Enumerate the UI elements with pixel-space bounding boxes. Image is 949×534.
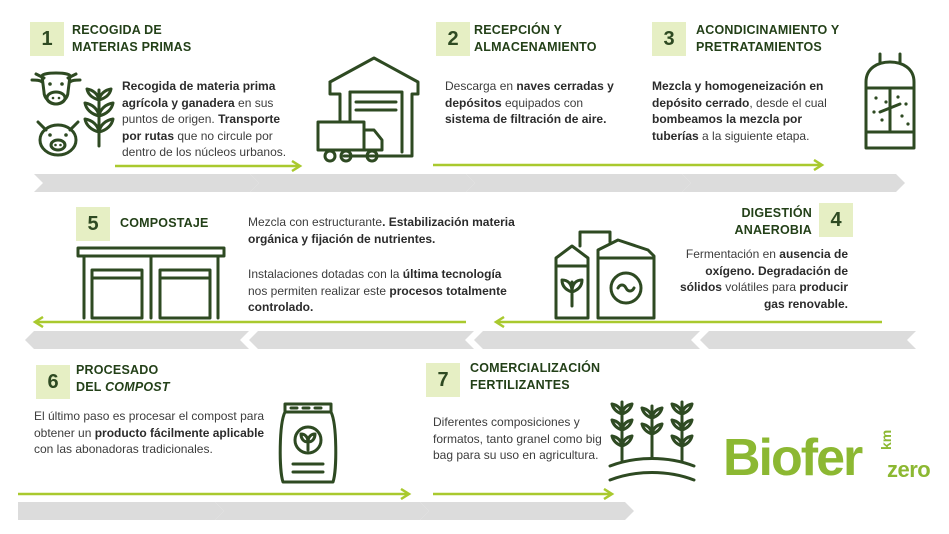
cow-icon — [30, 71, 82, 106]
step-5-desc2-segment: Instalaciones dotadas con la — [248, 267, 403, 281]
step-5-description-extra: Instalaciones dotadas con la última tecn… — [248, 266, 508, 316]
step-2-description: Descarga en naves cerradas y depósitos e… — [445, 78, 627, 128]
step-3-description: Mezcla y homogeneización en depósito cer… — [652, 78, 840, 144]
mixing-tank-icon — [864, 52, 916, 150]
step-1-desc-segment: Recogida de materia prima agrícola y gan… — [122, 79, 276, 110]
step-4-title: DIGESTIÓN ANAEROBIA — [734, 206, 812, 237]
logo-main-text: Biofer — [723, 429, 863, 487]
biodigester-icon — [554, 230, 656, 320]
step-3-desc-segment: a la siguiente etapa. — [698, 128, 810, 143]
fertilizer-bag-icon — [278, 402, 338, 484]
step-7-desc-segment: Diferentes composiciones y formatos, tan… — [433, 415, 602, 462]
step-6-desc-segment: con las abonadoras tradicionales. — [34, 442, 213, 456]
flow-arrow-2 — [433, 159, 825, 171]
step-5-desc2-segment: última tecnología — [402, 267, 502, 281]
step-5-desc-segment: Mezcla con estructurante — [248, 215, 383, 229]
flow-arrow-6 — [18, 488, 412, 500]
step-3-desc-segment: , desde el cual — [749, 95, 827, 110]
flow-arrow-7 — [433, 488, 615, 500]
step-1-number: 1 — [30, 22, 64, 56]
step-5-desc2-segment: nos permiten realizar este — [248, 283, 390, 298]
pig-icon — [36, 120, 80, 157]
step-1-title: RECOGIDA DE MATERIAS PRIMAS — [72, 23, 192, 54]
flow-arrow-4 — [493, 316, 882, 328]
step-4-desc-segment: Fermentación en — [685, 247, 780, 261]
step-5-title: COMPOSTAJE — [120, 216, 209, 230]
progress-band-row-1 — [34, 174, 905, 192]
flow-arrow-1 — [115, 160, 303, 172]
step-5-desc2-segment: procesos totalmente controlado. — [248, 283, 507, 315]
step-1-desc-segment: que no circule por dentro de los núcleos… — [122, 128, 287, 160]
step-2-number: 2 — [436, 22, 470, 56]
step-2-desc-segment: Descarga en — [445, 79, 517, 93]
step-7-description: Diferentes composiciones y formatos, tan… — [433, 414, 611, 464]
step-1-description: Recogida de materia prima agrícola y gan… — [122, 78, 300, 161]
step-5-number: 5 — [76, 207, 110, 241]
flow-arrow-5 — [32, 316, 466, 328]
compost-building-icon — [76, 246, 226, 320]
step-2-desc-segment: equipados con — [501, 95, 584, 110]
progress-band-row-3 — [18, 502, 634, 520]
step-3-title: ACONDICINAMIENTO Y PRETRATAMIENTOS — [696, 23, 840, 54]
step-1-desc-segment: en sus puntos de origen. — [122, 95, 274, 127]
step-2-desc-segment: sistema de filtración de aire. — [445, 112, 607, 126]
step-3-number: 3 — [652, 22, 686, 56]
step-4-desc-segment: volátiles para — [721, 280, 800, 294]
step-5-desc-segment: Estabilización materia orgánica y fijaci… — [248, 215, 515, 246]
step-5-desc-segment: . — [382, 215, 386, 229]
step-6-title: PROCESADO DEL COMPOST — [76, 363, 170, 394]
step-3-desc-segment: Mezcla y homogeneización en depósito cer… — [652, 79, 824, 110]
step-7-number: 7 — [426, 363, 460, 397]
step-2-title: RECEPCIÓN Y ALMACENAMIENTO — [474, 23, 597, 54]
logo-km-text: km — [878, 429, 894, 450]
warehouse-truck-icon — [316, 56, 420, 163]
step-4-desc-segment: ausencia de oxígeno. Degradación de sóli… — [679, 247, 848, 294]
step-3-desc-segment: bombeamos la mezcla por tuberías — [652, 112, 803, 143]
plant-icon — [83, 87, 115, 148]
step-4-desc-segment: producir gas renovable. — [763, 280, 848, 311]
crops-icon — [608, 400, 696, 482]
step-2-desc-segment: naves cerradas y depósitos — [445, 79, 614, 110]
logo-zero-text: zero — [887, 457, 931, 482]
step-1-desc-segment: Transporte por rutas — [122, 112, 281, 143]
step-6-desc-segment: producto fácilmente aplicable — [94, 425, 265, 440]
progress-band-row-2 — [25, 331, 916, 349]
step-6-number: 6 — [36, 365, 70, 399]
step-4-description: Fermentación en ausencia de oxígeno. Deg… — [668, 246, 848, 312]
step-4-number: 4 — [819, 203, 853, 237]
step-7-title: COMERCIALIZACIÓN FERTILIZANTES — [470, 361, 601, 392]
step-6-description: El último paso es procesar el compost pa… — [34, 408, 270, 458]
biofer-logo: Biofer km zero — [723, 428, 933, 498]
step-6-desc-segment: El último paso es procesar el compost pa… — [34, 409, 265, 440]
step-5-description: Mezcla con estructurante. Estabilización… — [248, 214, 516, 247]
